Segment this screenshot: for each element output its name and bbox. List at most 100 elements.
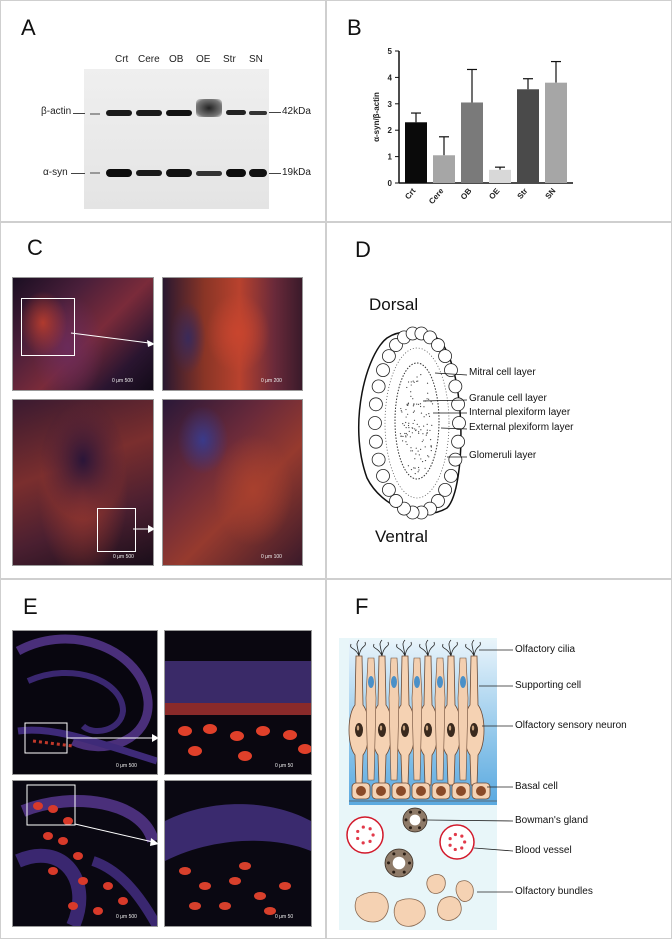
panel-label-d: D [355,237,371,262]
granule-dot [400,407,402,410]
bar-crt [405,122,427,183]
granule-dot [410,395,412,398]
granule-dot [415,429,417,432]
inset-box [97,508,136,552]
bar-ob [461,102,483,183]
neuron-nucleus [401,723,409,737]
red-blood-cell [371,833,375,837]
blood-vessel-label: Blood vessel [515,845,572,856]
granule-dot [416,380,418,382]
neuron-nucleus [378,723,386,737]
olfactory-cilia-label: Olfactory cilia [515,644,576,655]
supporting-cell-nucleus [437,676,443,688]
gland-nucleus [387,861,391,865]
granule-dot [417,450,419,452]
granule-dot [424,467,426,469]
granule-dot [421,460,424,463]
granule-dot [430,401,432,403]
granule-dot [410,391,412,393]
red-blood-cell [368,839,372,843]
micrograph-e-bottom-right: 0 μm 50 [164,780,312,927]
gland [254,892,266,900]
micrograph-e-top-right: 0 μm 50 [164,630,312,775]
y-tick-label: 1 [388,153,393,162]
granule-dot [430,449,432,452]
gland-cluster [179,862,291,915]
glomerulus [371,379,386,394]
olfactory-bulb-diagram [357,326,468,520]
y-axis-label: α-syn/β-actin [372,92,381,142]
inset-box [26,784,76,826]
external-plexiform-boundary [384,347,450,499]
epithelium-band [165,661,311,711]
olfactory-sensory-neuron-label: Olfactory sensory neuron [515,720,627,731]
gland [78,877,88,885]
bar-oe [489,169,511,183]
ventral-label: Ventral [375,527,428,546]
gland [48,867,58,875]
olfactory-bundle [455,880,474,902]
panel-label-f: F [355,594,369,619]
neuron-nucleolus [425,725,429,731]
bowmans-gland-label: Bowman's gland [515,815,589,826]
granule-dot [407,381,410,383]
basal-cell-nucleus [476,786,486,796]
panel-d: D Dorsal Ventral Mitral cell layer Granu… [326,222,672,579]
granule-dot [429,439,432,441]
granule-dot [417,403,420,405]
micrograph-c-bottom-left: 0 μm 500 [12,399,154,566]
panel-c: C 0 μm 500 0 μm 200 0 μm 500 0 μm 100 [0,222,326,579]
basal-cell-nucleus [356,786,366,796]
granule-dot [413,467,415,469]
granule-dot [411,432,413,434]
granule-dot [421,440,423,443]
gland [48,805,58,813]
scale-bar: 0 μm 50 [275,914,294,920]
granule-dot [426,398,428,400]
glomerulus [371,452,386,467]
y-tick-label: 3 [388,100,393,109]
x-tick-label: OE [487,186,502,201]
granule-dot [405,427,407,429]
gland-nucleus [422,818,426,822]
y-tick-label: 0 [388,179,393,188]
granule-dot [426,382,429,384]
gland [279,882,291,890]
granule-dot [406,386,408,389]
syn-band-6 [249,169,267,177]
granule-dot [417,380,419,382]
epithelium-magnified [165,661,311,761]
syn-band-4 [196,171,222,176]
gland-cluster [33,802,128,915]
granule-dot [404,432,406,435]
actin-band-1 [106,110,132,116]
neuron-nucleus [447,723,455,737]
lane-label: OB [169,54,184,65]
granule-dot [414,467,416,469]
blood-vessel [346,816,384,854]
leader-line [434,372,468,376]
y-tick-label: 4 [388,73,393,82]
leader-line [440,427,468,430]
gland [188,746,202,756]
lane-label: OE [196,54,211,65]
basal-cell-nucleus [456,786,466,796]
scale-bar: 0 μm 500 [113,554,134,560]
kda-19-line [269,173,281,174]
granule-dot [427,455,429,457]
granule-dot [418,426,420,428]
gland-nucleus [418,810,422,814]
syn-band-5 [226,169,246,177]
gland-lumen [409,814,421,826]
granule-dot [412,411,415,413]
granule-dot [413,410,416,412]
gland [73,852,83,860]
gland [203,724,217,734]
glomerulus [368,416,382,430]
beta-actin-label: β-actin [41,106,72,117]
glomerulus [451,397,465,412]
granule-dot [427,392,429,394]
granule-dot [423,406,425,408]
x-tick-label: Str [515,187,529,201]
